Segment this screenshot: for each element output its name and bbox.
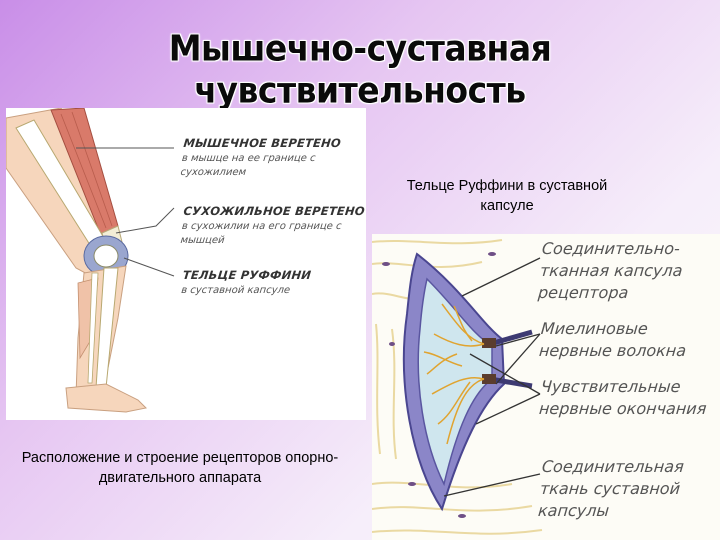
ruffini-figure-caption: Тельце Руффини в суставной капсуле <box>406 178 608 214</box>
capsule-label: Соединительно-тканная капсула рецептора <box>537 239 684 302</box>
ruffini-corpuscle-figure: Соединительно-тканная капсула рецептора … <box>372 234 720 540</box>
muscle-spindle-label: МЫШЕЧНОЕ ВЕРЕТЕНО в мышце на ее границе … <box>179 136 342 178</box>
leg-illustration <box>6 108 175 413</box>
tendon-spindle-label: СУХОЖИЛЬНОЕ ВЕРЕТЕНО в сухожилии на его … <box>179 204 366 246</box>
leg-anatomy-figure: МЫШЕЧНОЕ ВЕРЕТЕНО в мышце на ее границе … <box>6 108 366 420</box>
ruffini-illustration <box>372 239 543 535</box>
joint-tissue-label: Соединительная ткань суставной капсулы <box>537 457 685 520</box>
ruffini-corpuscle-label: ТЕЛЬЦЕ РУФФИНИ в суставной капсуле <box>180 268 312 296</box>
myelinated-fibers-label: Миелиновые нервные волокна <box>538 319 687 360</box>
leg-figure-caption: Расположение и строение рецепторов опорн… <box>21 450 339 486</box>
page-title: Мышечно-суставная чувствительность <box>168 26 552 112</box>
sensory-endings-label: Чувствительные нервные окончания <box>538 377 708 418</box>
